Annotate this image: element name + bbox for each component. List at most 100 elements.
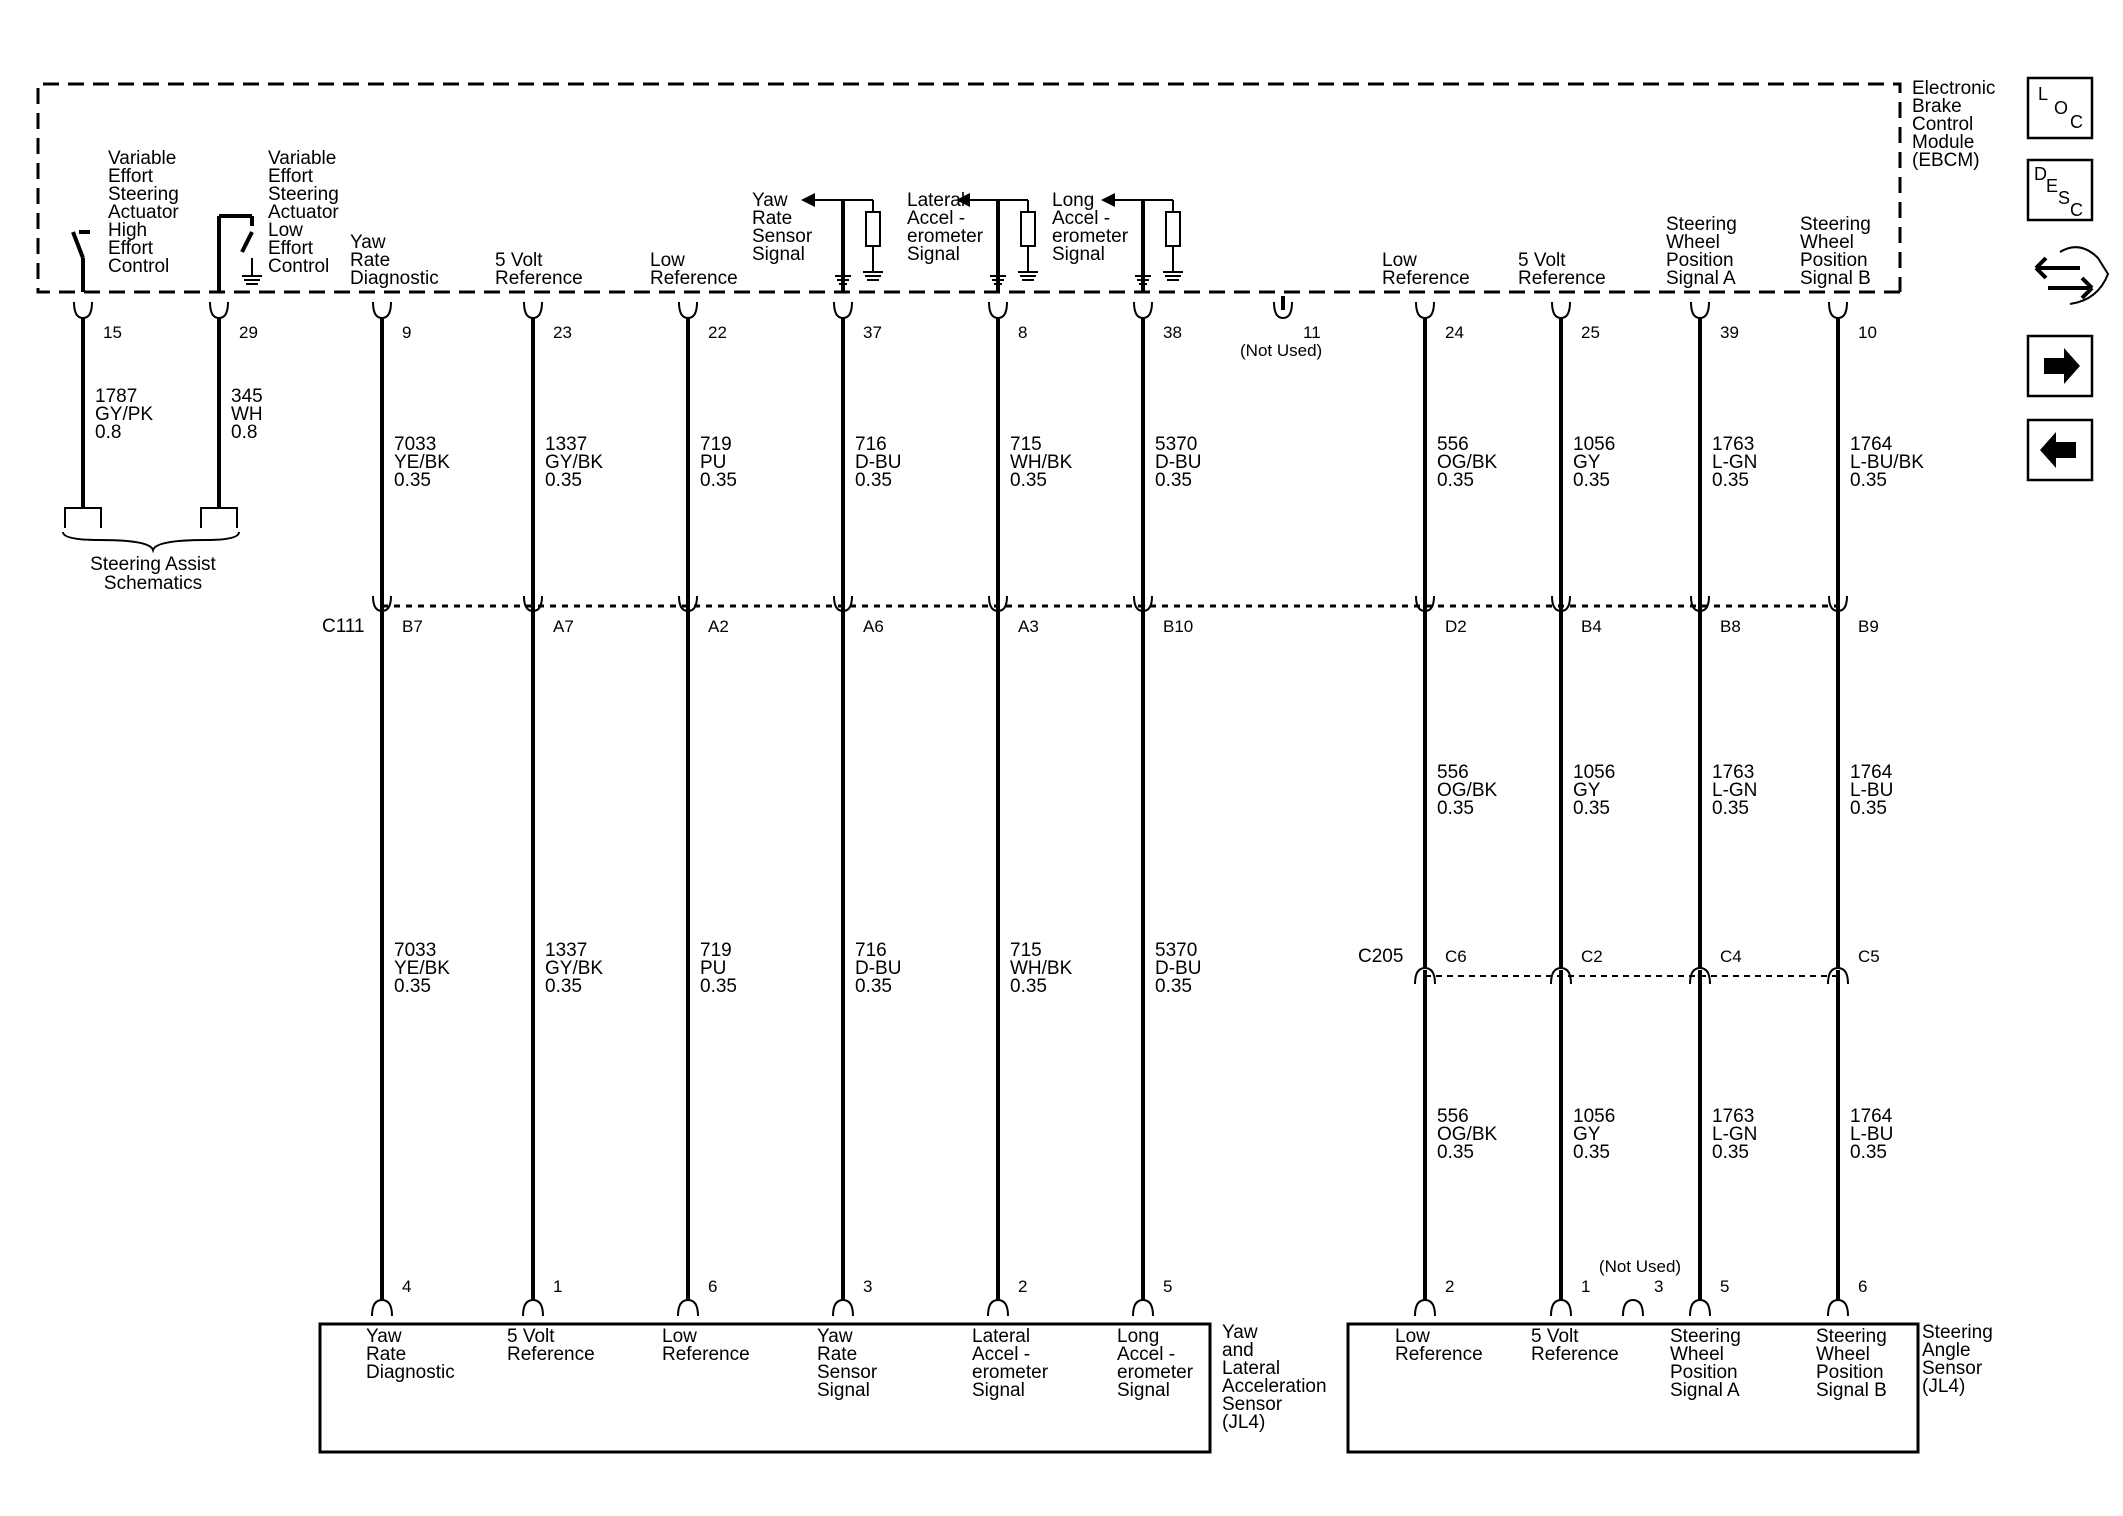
schematic-icon [2048,276,2094,300]
wire-label: WH/BK [1010,958,1073,979]
module-pin-label: 5 Volt [495,250,543,271]
terminal-arc [1622,1298,1644,1317]
module-pin-label: Lateral [907,190,965,211]
c111-label: C111 [322,616,365,637]
loc-button[interactable] [2026,76,2094,140]
yaw-pin-number: 6 [708,1277,717,1296]
wire-label: 0.35 [1712,798,1749,819]
terminal-cup [988,301,1008,320]
module-pin-label: Signal B [1800,268,1871,289]
ebcm-label: (EBCM) [1912,150,1980,171]
schematic-icon [2034,256,2080,280]
wire-label: 0.35 [1437,470,1474,491]
assist-connector [200,507,238,528]
yaw-pin-label: Signal [972,1380,1025,1401]
wire-label: 0.35 [700,976,737,997]
c111-pin: A6 [863,617,884,636]
angle-sensor-box [1346,1322,1920,1454]
module-pin-label: Accel - [907,208,965,229]
yaw-pin-number: 4 [402,1277,411,1296]
static-lines [36,82,1920,1454]
module-pin-label: Signal [752,244,805,265]
pullup-resistor [1165,211,1181,247]
module-pin-number: 37 [863,323,882,342]
wire-label: 0.35 [1155,470,1192,491]
angle-pin-label: Low [1395,1326,1430,1347]
terminal-cup [1690,301,1710,320]
yaw-sensor-name: (JL4) [1222,1412,1265,1433]
wire-label: 0.35 [855,976,892,997]
wire-label: 715 [1010,434,1042,455]
wire-label: GY [1573,452,1601,473]
yaw-pin-label: erometer [972,1362,1049,1383]
module-pin-label: Accel - [1052,208,1110,229]
module-pin-number: 29 [239,323,258,342]
module-pin-label: High [108,220,147,241]
wire-label: 0.35 [545,976,582,997]
ebcm-label: Module [1912,132,1974,153]
schematic-icon[interactable] [2034,246,2110,305]
yaw-pin-number: 1 [553,1277,562,1296]
angle-sensor-name: (JL4) [1922,1376,1965,1397]
ebcm-label: Electronic [1912,78,1995,99]
yaw-sensor-name: Sensor [1222,1394,1283,1415]
not-used-label: (Not Used) [1240,341,1322,360]
not-used-label: (Not Used) [1599,1257,1681,1276]
wire-label: L-BU/BK [1850,452,1924,473]
desc-button[interactable] [2026,158,2094,222]
module-pin-label: Reference [1518,268,1606,289]
terminal-arc [1132,1298,1154,1317]
yaw-pin-label: Signal [817,1380,870,1401]
terminal-arc [1550,966,1572,985]
module-pin-number: 38 [1163,323,1182,342]
yaw-pin-label: Rate [817,1344,857,1365]
module-pin-label: Rate [752,208,792,229]
terminal-arc [1414,1298,1436,1317]
module-pin-number: 24 [1445,323,1464,342]
yaw-sensor-name: Acceleration [1222,1376,1327,1397]
module-pin-label: Signal [1052,244,1105,265]
yaw-pin-label: Yaw [817,1326,853,1347]
module-pin-label: Low [1382,250,1417,271]
wire-label: 0.35 [855,470,892,491]
angle-pin-label: Position [1670,1362,1738,1383]
wire-label: D-BU [1155,958,1201,979]
module-pin-label: Steering [1800,214,1871,235]
yaw-pin-number: 2 [1018,1277,1027,1296]
wire-label: L-GN [1712,452,1757,473]
assist-wire-label: 0.8 [95,422,121,443]
module-pin-number: 10 [1858,323,1877,342]
wire-label: 0.35 [1573,798,1610,819]
loc-letter: L [2038,84,2048,104]
wire-label: 0.35 [394,976,431,997]
terminal-arc [1827,1298,1849,1317]
angle-pin-label: Wheel [1816,1344,1870,1365]
terminal-arc [371,1298,393,1317]
angle-pin-number: 5 [1720,1277,1729,1296]
module-pin-label: Control [268,256,329,277]
yaw-sensor-name: Yaw [1222,1322,1258,1343]
assist-wire-label: GY/PK [95,404,153,425]
wire-label: 0.35 [1712,1142,1749,1163]
module-pin-label: Reference [650,268,738,289]
module-pin-label: Variable [268,148,336,169]
wire-label: OG/BK [1437,1124,1498,1145]
wire-label: 0.35 [1437,1142,1474,1163]
module-pin-label: Effort [268,166,314,187]
pullup-resistor [1020,211,1036,247]
terminal-cup [833,301,853,320]
module-pin-number: 15 [103,323,122,342]
wire-label: 0.35 [545,470,582,491]
terminal-cup [1133,301,1153,320]
terminal-arc [1414,966,1436,985]
assist-wire-label: WH [231,404,263,425]
wire-label: 556 [1437,434,1469,455]
wire-label: 1764 [1850,762,1893,783]
wire-label: PU [700,958,726,979]
terminal-arc [677,1298,699,1317]
wire-label: PU [700,452,726,473]
terminal-arc [832,1298,854,1317]
wire-label: GY [1573,1124,1601,1145]
